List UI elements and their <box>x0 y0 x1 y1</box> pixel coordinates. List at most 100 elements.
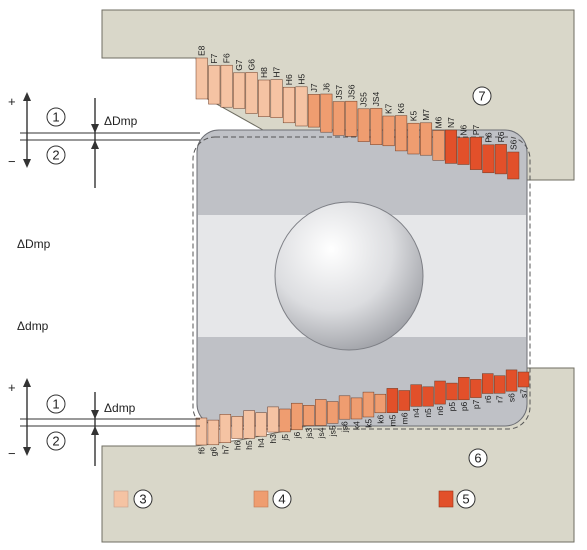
svg-text:2: 2 <box>52 148 59 163</box>
shaft-fit-label-js6: js6 <box>340 421 350 433</box>
shaft-fit-label-h3: h3 <box>268 434 278 444</box>
shaft-fit-label-k6: k6 <box>375 415 385 424</box>
callout-4: 4 <box>272 489 292 509</box>
shaft-fit-bar-j6 <box>291 402 303 431</box>
shaft-fit-bar-js5 <box>326 401 339 424</box>
housing-fit-label-JS5: JS5 <box>359 92 369 107</box>
housing-fit-label-R6: R6 <box>496 131 506 142</box>
shaft-fit-label-n4: n4 <box>411 408 421 418</box>
housing-fit-label-P7: P7 <box>471 125 481 136</box>
shaft-fit-label-h6: h6 <box>232 440 242 450</box>
shaft-fit-bar-m5 <box>386 388 399 413</box>
legend-swatch-clearance <box>113 490 129 508</box>
housing-fit-label-S6: S6 <box>508 139 518 150</box>
shaft-fit-label-j6: j6 <box>292 432 302 440</box>
callout-7: 7 <box>472 86 492 106</box>
shaft-fit-label-r6: r6 <box>483 395 493 403</box>
housing-fit-label-JS7: JS7 <box>334 85 344 100</box>
shaft-fit-label-m5: m5 <box>387 414 397 426</box>
svg-text:3: 3 <box>139 492 146 507</box>
shaft-fit-label-s7: s7 <box>519 389 529 398</box>
shaft-fit-bar-k6 <box>374 393 387 414</box>
shaft-fit-bar-js3 <box>303 405 315 426</box>
shaft-fit-label-h7: h7 <box>220 444 230 454</box>
shaft-fit-label-js5: js5 <box>328 425 338 437</box>
shaft-fit-label-m6: m6 <box>399 412 409 424</box>
minus-sign-lower: − <box>8 446 16 461</box>
shaft-fit-bar-h3 <box>267 406 279 433</box>
shaft-fit-label-g6: g6 <box>208 447 218 457</box>
shaft-fit-label-k4: k4 <box>352 421 362 430</box>
legend-swatch-interference <box>438 490 454 508</box>
shaft-fit-bar-f6 <box>195 417 208 446</box>
svg-text:1: 1 <box>52 110 59 125</box>
housing-fit-bar-H7 <box>270 79 283 118</box>
svg-text:5: 5 <box>462 492 469 507</box>
svg-text:2: 2 <box>52 434 59 449</box>
shaft-fit-bar-j5 <box>279 408 291 433</box>
housing-fit-bar-JS6 <box>345 100 358 137</box>
housing-fit-label-N6: N6 <box>458 124 468 135</box>
housing-fit-bar-G6 <box>245 72 258 114</box>
housing-fit-label-N7: N7 <box>446 117 456 128</box>
housing-fit-bar-J7 <box>307 94 320 128</box>
shaft-fit-bar-r6 <box>482 373 494 394</box>
shaft-fit-label-k5: k5 <box>364 419 374 428</box>
housing-fit-bar-K5 <box>407 122 420 155</box>
shaft-fit-label-n5: n5 <box>423 408 433 418</box>
housing-fit-label-H6: H6 <box>284 74 294 85</box>
shaft-fit-label-j5: j5 <box>280 434 290 442</box>
shaft-fit-bar-n4 <box>410 384 422 407</box>
housing-fit-label-G6: G6 <box>247 59 257 71</box>
housing-fit-bar-M6 <box>432 130 445 161</box>
callout-5: 5 <box>456 489 476 509</box>
shaft-fit-label-h4: h4 <box>256 438 266 448</box>
housing-fit-bar-N6 <box>457 137 470 165</box>
housing-fit-label-F6: F6 <box>222 53 232 63</box>
callout-2-lower: 2 <box>46 431 66 451</box>
delta-Dmp-label-upper: ΔDmp <box>104 114 138 128</box>
housing-fit-label-P6: P6 <box>483 132 493 143</box>
delta-dmp-label: Δdmp <box>17 319 49 333</box>
housing-fit-label-G7: G7 <box>234 59 244 71</box>
svg-text:4: 4 <box>278 492 285 507</box>
shaft-fit-bar-g6 <box>207 419 220 446</box>
housing-fit-label-M7: M7 <box>421 109 431 121</box>
svg-text:7: 7 <box>478 89 485 104</box>
shaft-fit-label-f6: f6 <box>197 447 207 454</box>
housing-fit-label-K5: K5 <box>409 111 419 122</box>
shaft-fit-bar-h6 <box>231 416 243 439</box>
housing-fit-bar-N7 <box>444 129 457 164</box>
plus-sign-upper: + <box>8 94 16 109</box>
shaft-fit-bar-k4 <box>350 397 363 420</box>
upper-tolerance-marker <box>20 92 200 188</box>
callout-6: 6 <box>468 448 488 468</box>
shaft-fit-label-p6: p6 <box>459 401 469 411</box>
shaft-fit-bar-p5 <box>446 382 458 401</box>
housing-fit-bar-JS5 <box>357 108 370 142</box>
shaft-fit-bar-s7 <box>517 371 530 388</box>
shaft-fit-label-js4: js4 <box>316 427 326 439</box>
shaft-fit-label-h5: h5 <box>244 440 254 450</box>
legend-swatch-transition <box>253 490 269 508</box>
callout-2-upper: 2 <box>46 145 66 165</box>
shaft-fit-bar-k5 <box>362 391 375 418</box>
lower-tolerance-marker <box>20 378 200 466</box>
housing-fit-bar-M7 <box>420 122 433 156</box>
housing-fit-bar-K6 <box>395 115 408 152</box>
shaft-fit-bar-m6 <box>398 390 410 411</box>
housing-fit-bar-P6 <box>482 144 495 174</box>
shaft-fit-label-s6: s6 <box>507 393 517 402</box>
housing-fit-bar-G7 <box>233 72 246 109</box>
plus-sign-lower: + <box>8 380 16 395</box>
shaft-fit-bar-h4 <box>255 412 267 437</box>
shaft-fit-bar-js6 <box>338 395 351 420</box>
housing-fit-bar-K7 <box>382 115 395 147</box>
housing-fit-bar-F7 <box>208 65 221 105</box>
housing-fit-label-F7: F7 <box>209 53 219 63</box>
shaft-fit-label-n6: n6 <box>435 406 445 416</box>
shaft-fit-bar-n6 <box>434 380 446 405</box>
legend: 3 4 5 <box>113 489 476 509</box>
housing-fit-label-H5: H5 <box>296 74 306 85</box>
